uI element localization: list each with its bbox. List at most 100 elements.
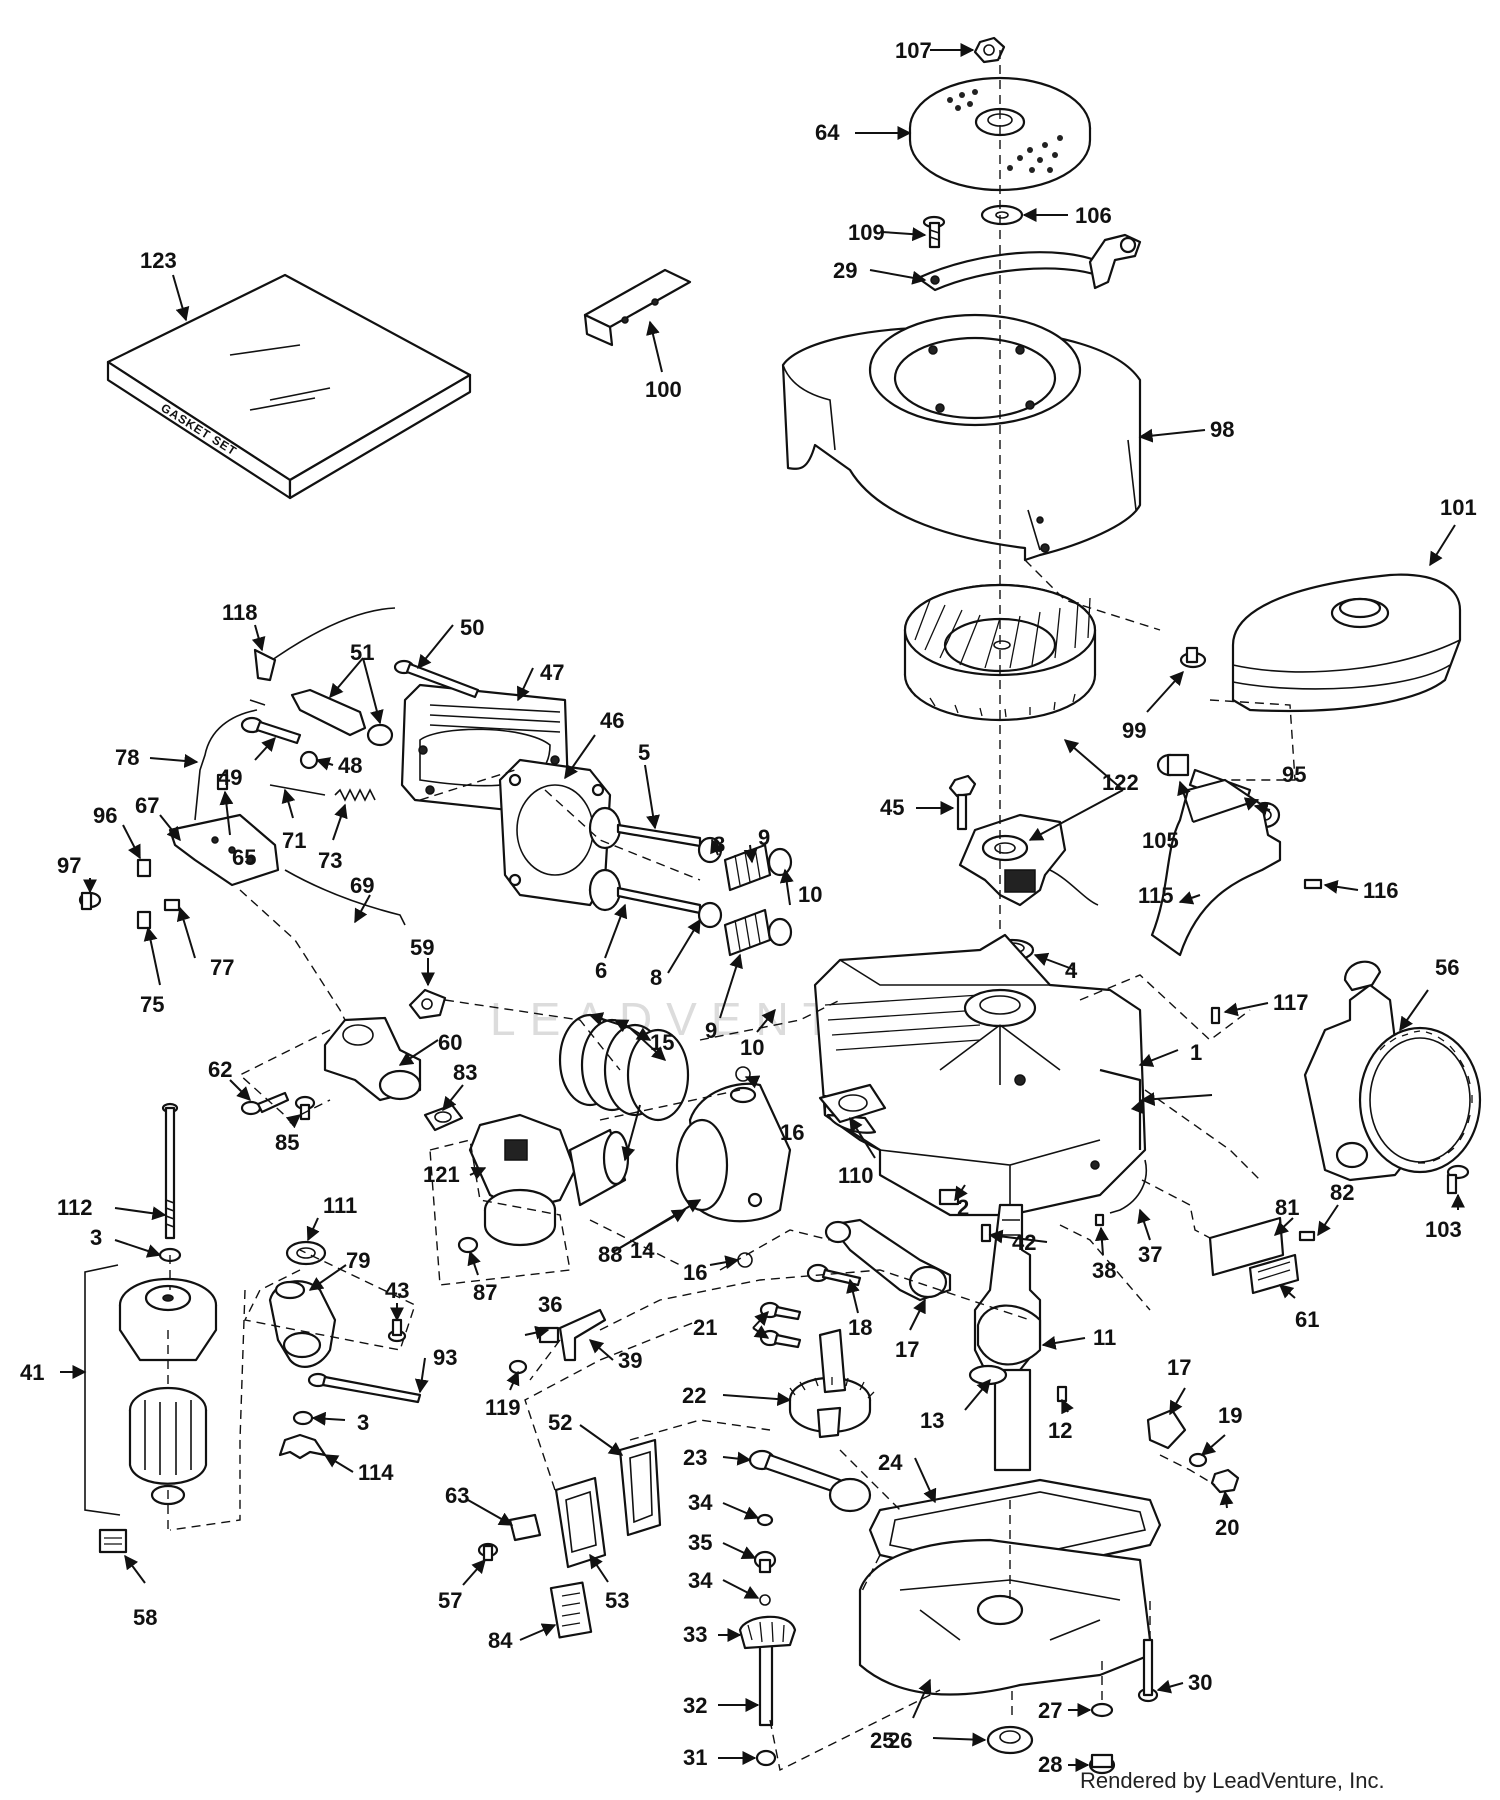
callout-23: 23 xyxy=(683,1445,707,1470)
part-intake-elbow-60 xyxy=(323,1016,422,1102)
part-bracket-ring-29 xyxy=(916,233,1142,292)
callout-62: 62 xyxy=(208,1057,232,1082)
callout-71: 71 xyxy=(282,828,306,853)
callout-27: 27 xyxy=(1038,1698,1062,1723)
callout-53: 53 xyxy=(605,1588,629,1613)
part-key-12 xyxy=(1056,1385,1068,1403)
part-washer-48 xyxy=(299,750,319,770)
part-screw-103 xyxy=(1446,1164,1470,1195)
callout-77: 77 xyxy=(210,955,234,980)
part-screw-109 xyxy=(922,215,946,249)
part-crankshaft-11 xyxy=(973,1203,1042,1472)
callout-57: 57 xyxy=(438,1588,462,1613)
callout-48: 48 xyxy=(338,753,362,778)
callout-17: 17 xyxy=(895,1337,919,1362)
callout-87: 87 xyxy=(473,1280,497,1305)
part-bolt-93 xyxy=(307,1372,422,1404)
callout-51: 51 xyxy=(350,640,374,665)
callout-99: 99 xyxy=(1122,718,1146,743)
part-rod-112 xyxy=(161,1102,179,1240)
part-armature-122 xyxy=(958,813,1099,907)
part-pin-38 xyxy=(1094,1213,1105,1227)
part-carburetor-121 xyxy=(468,1113,577,1247)
callout-46: 46 xyxy=(600,708,624,733)
callout-111: 111 xyxy=(323,1193,357,1218)
callout-12: 12 xyxy=(1048,1418,1072,1443)
part-governor-gear-33 xyxy=(738,1615,797,1650)
part-seal-111 xyxy=(285,1240,327,1266)
part-washer-3b xyxy=(292,1410,314,1426)
part-bolt-49 xyxy=(240,716,302,745)
callout-122: 122 xyxy=(1102,770,1139,795)
callout-59: 59 xyxy=(410,935,434,960)
callout-2: 2 xyxy=(957,1195,969,1220)
part-washer-34a xyxy=(756,1513,774,1527)
part-washer-27 xyxy=(1090,1702,1114,1718)
callout-107: 107 xyxy=(895,38,932,63)
callout-8: 8 xyxy=(650,965,662,990)
callout-79: 79 xyxy=(346,1248,370,1273)
part-wire-37 xyxy=(1109,1159,1147,1214)
callout-56: 56 xyxy=(1435,955,1459,980)
part-retainer-10b xyxy=(767,917,793,947)
part-bracket-100 xyxy=(583,268,692,347)
part-nut-31 xyxy=(755,1749,777,1767)
callout-6: 6 xyxy=(595,958,607,983)
callout-10: 10 xyxy=(740,1035,764,1060)
callout-105: 105 xyxy=(1142,828,1179,853)
part-shaft-32 xyxy=(758,1643,774,1727)
part-screw-99 xyxy=(1179,646,1207,669)
callout-19: 19 xyxy=(1218,1403,1242,1428)
part-plate-81 xyxy=(1208,1216,1285,1277)
callout-16: 16 xyxy=(780,1120,804,1145)
part-bracket-41 xyxy=(84,1264,121,1516)
callout-65: 65 xyxy=(232,845,256,870)
callout-33: 33 xyxy=(683,1622,707,1647)
callout-47: 47 xyxy=(540,660,564,685)
callout-13: 13 xyxy=(920,1408,944,1433)
callout-73: 73 xyxy=(318,848,342,873)
part-screw-62 xyxy=(240,1091,290,1116)
part-gasket-set-box: GASKET SET xyxy=(106,273,472,500)
callout-32: 32 xyxy=(683,1693,707,1718)
callout-60: 60 xyxy=(438,1030,462,1055)
callout-119: 119 xyxy=(485,1395,521,1420)
callout-34: 34 xyxy=(688,1568,713,1593)
callout-50: 50 xyxy=(460,615,484,640)
part-oil-sump-25 xyxy=(858,1538,1152,1696)
part-baffle-115 xyxy=(1150,778,1282,957)
part-wing-nut-114 xyxy=(278,1433,327,1460)
part-governor-link-69 xyxy=(284,869,406,926)
callout-106: 106 xyxy=(1075,203,1112,228)
callout-34: 34 xyxy=(688,1490,713,1515)
part-control-bracket-67 xyxy=(168,813,280,887)
part-screw-97 xyxy=(78,891,102,911)
callout-17: 17 xyxy=(1167,1355,1191,1380)
callout-labels: 1 2 3 3 4 5 6 8 8 9 9 10 10 11 12 13 14 … xyxy=(20,38,1477,1777)
part-lever-39 xyxy=(558,1308,607,1362)
alignment-lines xyxy=(167,50,1296,1772)
callout-21: 21 xyxy=(693,1315,717,1340)
part-screw-43 xyxy=(387,1318,407,1343)
part-air-filter-element xyxy=(128,1386,208,1506)
part-circlip-16b xyxy=(737,1252,753,1268)
part-bolt-21b xyxy=(759,1329,802,1349)
part-bolt-45 xyxy=(948,774,977,831)
callout-63: 63 xyxy=(445,1483,469,1508)
parts-layer: GASKET SET xyxy=(78,36,1482,1775)
part-bracket-63 xyxy=(508,1513,542,1542)
part-circlip-16a xyxy=(735,1066,751,1082)
callout-52: 52 xyxy=(548,1410,572,1435)
callout-81: 81 xyxy=(1275,1195,1299,1220)
part-piston-14 xyxy=(675,1082,792,1223)
part-retainer-10a xyxy=(767,847,793,877)
callout-78: 78 xyxy=(115,745,139,770)
callout-3: 3 xyxy=(357,1410,369,1435)
callout-118: 118 xyxy=(222,600,258,625)
part-recoil-starter-56 xyxy=(1303,960,1482,1182)
part-screw-75 xyxy=(136,910,152,930)
part-valve-spring-9a xyxy=(723,843,772,892)
part-bushing-105a xyxy=(1156,753,1190,777)
part-screw-57 xyxy=(477,1542,499,1562)
